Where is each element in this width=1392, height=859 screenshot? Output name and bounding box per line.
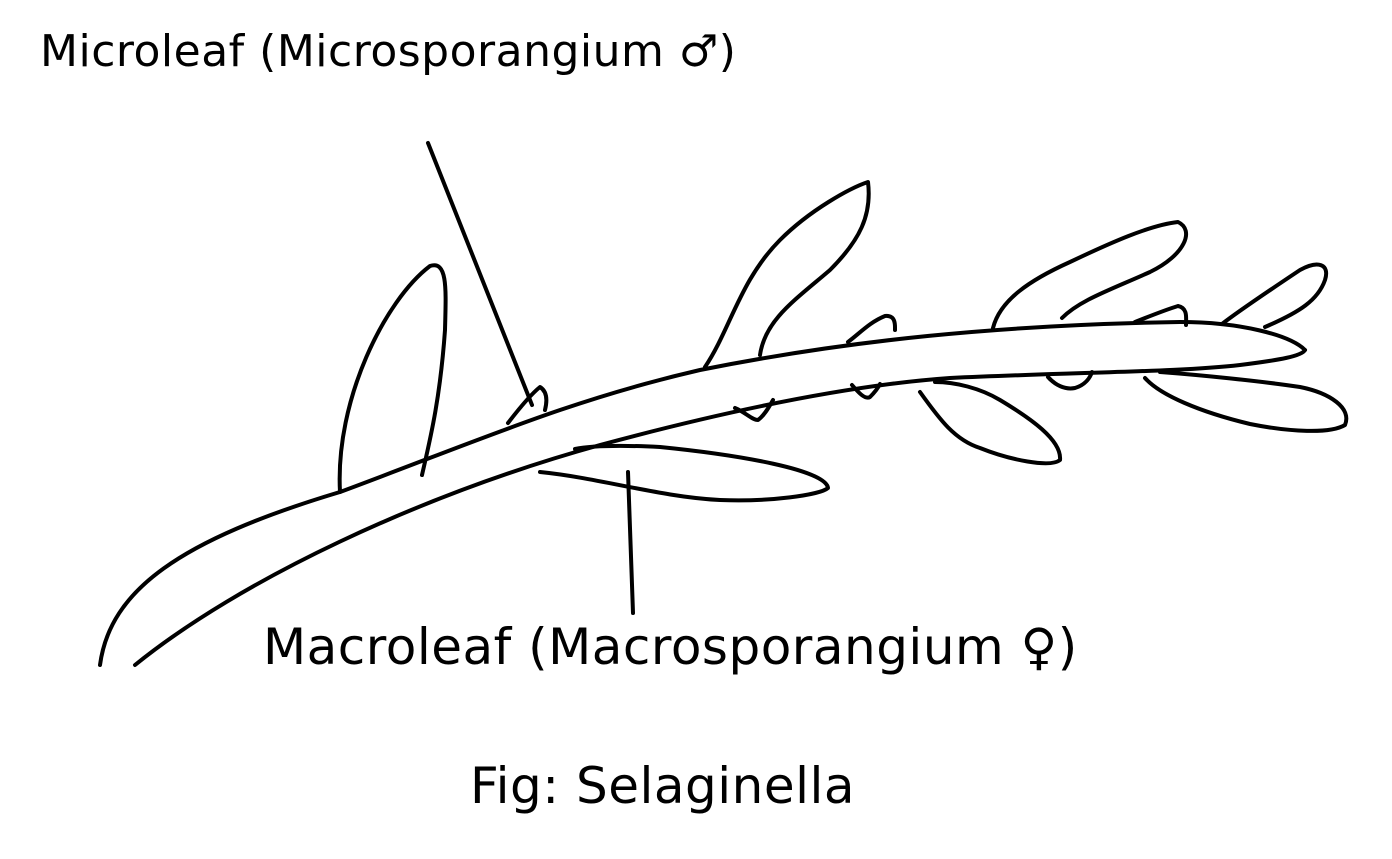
microleaf-small <box>506 385 549 425</box>
macroleaf-label: Macroleaf (Macrosporangium ♀) <box>263 618 1078 676</box>
stem-upper-edge <box>98 320 1307 667</box>
lower-leaf-middle <box>918 380 1063 466</box>
figure-caption: Fig: Selaginella <box>470 757 856 815</box>
lower-leaf-tip <box>1143 370 1349 433</box>
macroleaf-pointer <box>626 470 635 615</box>
upper-leaf-right <box>991 220 1189 330</box>
lower-leaflet-b <box>850 382 882 400</box>
microleaf-label: Microleaf (Microsporangium ♂) <box>40 26 737 77</box>
macroleaf-large <box>538 443 830 503</box>
upper-leaflet-right <box>1133 304 1189 327</box>
microleaf-pointer <box>426 141 534 407</box>
upper-leaflet-small <box>846 313 898 344</box>
upper-leaf-left <box>337 263 448 494</box>
stem-lower-edge <box>133 348 1307 667</box>
upper-leaf-tip <box>1220 262 1329 329</box>
lower-leaflet-a <box>733 398 775 422</box>
lower-leaflet-c <box>1046 370 1094 391</box>
upper-leaf-middle <box>703 180 871 369</box>
